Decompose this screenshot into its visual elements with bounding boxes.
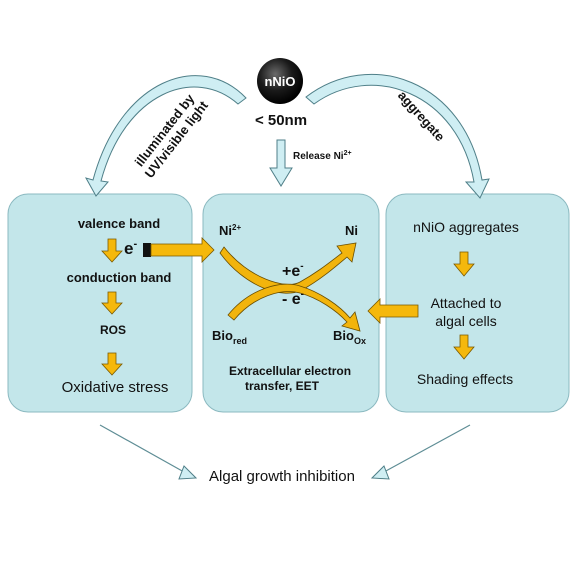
electron-label: e- bbox=[124, 238, 137, 258]
release-label: Release Ni2+ bbox=[293, 150, 352, 162]
left-converge-arrowhead bbox=[178, 465, 198, 480]
nanoparticle-sphere bbox=[257, 58, 303, 104]
ros-down-arrow bbox=[101, 352, 123, 376]
electron-transfer-arrow bbox=[150, 237, 215, 263]
size-label: < 50nm bbox=[255, 112, 307, 129]
attached-line1: Attached to bbox=[431, 295, 502, 311]
ros-label: ROS bbox=[100, 323, 126, 337]
bio-red-label: Biored bbox=[212, 328, 247, 346]
conduction-down-arrow bbox=[101, 291, 123, 315]
release-arrow bbox=[269, 139, 293, 187]
attached-line2: algal cells bbox=[435, 313, 496, 329]
bio-ox-label: BioOx bbox=[333, 328, 366, 346]
eet-caption-line2: transfer, EET bbox=[245, 379, 320, 393]
ni-label: Ni bbox=[345, 223, 358, 238]
attached-down-arrow bbox=[453, 334, 475, 360]
aggregates-down-arrow bbox=[453, 251, 475, 277]
minus-electron-label: - e- bbox=[282, 289, 304, 308]
shading-label: Shading effects bbox=[417, 371, 513, 387]
plus-electron-label: +e- bbox=[282, 261, 304, 280]
left-curved-arrow bbox=[84, 75, 247, 197]
right-curved-arrow bbox=[305, 73, 490, 199]
attached-to-middle-arrow bbox=[367, 298, 419, 324]
right-converge-arrowhead bbox=[370, 465, 390, 480]
conduction-band-label: conduction band bbox=[67, 270, 172, 285]
ni2-label: Ni2+ bbox=[219, 223, 241, 238]
left-converge-line bbox=[99, 424, 185, 473]
oxidative-stress-label: Oxidative stress bbox=[62, 379, 169, 396]
valence-down-arrow bbox=[101, 238, 123, 263]
oxidation-curve-arrow bbox=[227, 283, 361, 332]
result-label: Algal growth inhibition bbox=[209, 468, 355, 485]
nnio-label: nNiO bbox=[264, 74, 295, 89]
aggregates-label: nNiO aggregates bbox=[413, 219, 519, 235]
right-converge-line bbox=[383, 424, 471, 473]
valence-band-label: valence band bbox=[78, 216, 160, 231]
eet-caption-line1: Extracellular electron bbox=[229, 364, 351, 378]
electron-source-block bbox=[143, 243, 151, 257]
